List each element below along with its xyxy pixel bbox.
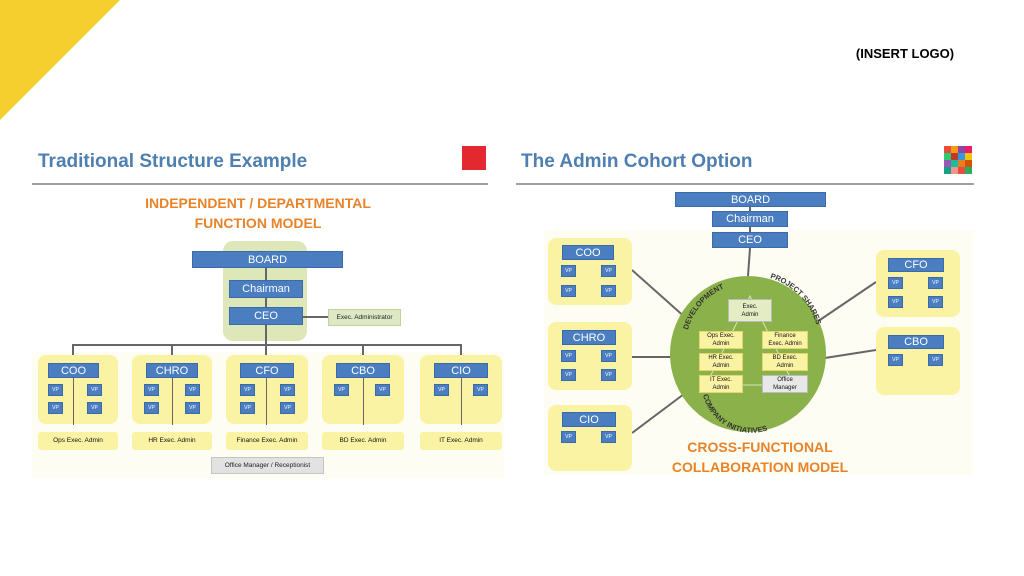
finance-exec-admin-label: Finance Exec. Admin [236,437,298,444]
cohort-hr-exec-admin-box: HR Exec.Admin [699,353,743,371]
vp-box: VP [561,431,576,443]
vp-box: VP [144,384,159,396]
vp-box: VP [928,296,943,308]
vp-box: VP [888,354,903,366]
logo-placeholder: (INSERT LOGO) [855,46,955,61]
right-panel-title: The Admin Cohort Option [521,151,753,172]
vp-box: VP [240,384,255,396]
vp-box: VP [280,402,295,414]
cohort-cio-box: CIO [562,412,616,427]
vp-box: VP [48,402,63,414]
vp-box: VP [240,402,255,414]
cohort-ops-exec-admin-box: Ops Exec.Admin [699,331,743,349]
exec-administrator-box: Exec. Administrator [328,309,401,326]
arc-project-shares-label: PROJECT SHARES [769,271,823,325]
color-grid-logo [944,146,973,175]
cohort-cfo-box: CFO [888,258,944,272]
ops-exec-admin-label: Ops Exec. Admin [53,437,103,444]
vp-box: VP [185,384,200,396]
hr-exec-admin-label: HR Exec. Admin [148,437,196,444]
office-manager-receptionist-box: Office Manager / Receptionist [211,457,324,474]
vp-box: VP [561,369,576,381]
vp-box: VP [561,265,576,277]
right-chairman-box: Chairman [712,211,788,227]
vp-box: VP [375,384,390,396]
vp-box: VP [280,384,295,396]
right-subtitle: CROSS-FUNCTIONAL COLLABORATION MODEL [650,437,870,477]
vp-box: VP [87,402,102,414]
corner-accent-shape [0,0,120,120]
left-chairman-box: Chairman [229,280,303,298]
right-subtitle-line2: COLLABORATION MODEL [671,459,849,475]
vp-box: VP [561,350,576,362]
vp-box: VP [601,369,616,381]
arc-company-initiatives-label: COMPANY INITIATIVES [701,393,768,435]
right-ceo-box: CEO [712,232,788,248]
cohort-exec-admin-box: Exec.Admin [728,299,772,322]
ceo-down-connector [265,325,267,345]
vp-box: VP [185,402,200,414]
left-board-box: BOARD [192,251,343,268]
vp-box: VP [601,350,616,362]
bd-exec-admin-label: BD Exec. Admin [339,437,387,444]
chro-box: CHRO [146,363,198,378]
arc-development-label: DEVELOPMENT [681,282,725,331]
color-grid-icon [944,146,972,174]
cohort-bd-exec-admin-box: BD Exec.Admin [762,353,808,371]
vp-box: VP [928,277,943,289]
vp-box: VP [601,285,616,297]
left-subtitle-line2: FUNCTION MODEL [194,215,322,231]
cohort-coo-box: COO [562,245,614,260]
cio-box: CIO [434,363,488,378]
red-square-logo [462,146,486,170]
right-title-rule [516,183,974,185]
board-chairman-connector [265,268,267,280]
left-panel-title: Traditional Structure Example [38,151,308,172]
department-bus-line [72,344,462,346]
vp-box: VP [888,296,903,308]
cfo-box: CFO [240,363,294,378]
vp-box: VP [334,384,349,396]
it-exec-admin-label: IT Exec. Admin [439,437,483,444]
cohort-chro-box: CHRO [562,330,616,345]
vp-box: VP [601,431,616,443]
right-board-chairman-connector [749,207,751,211]
left-subtitle-line1: INDEPENDENT / DEPARTMENTAL [145,195,371,211]
vp-box: VP [888,277,903,289]
vp-box: VP [473,384,488,396]
cohort-cbo-box: CBO [888,335,944,349]
right-chairman-ceo-connector [749,227,751,232]
left-subtitle: INDEPENDENT / DEPARTMENTAL FUNCTION MODE… [130,193,386,233]
vp-box: VP [601,265,616,277]
ceo-admin-connector [303,316,329,318]
right-board-box: BOARD [675,192,826,207]
vp-box: VP [434,384,449,396]
cbo-box: CBO [336,363,390,378]
left-title-rule [32,183,488,185]
vp-box: VP [928,354,943,366]
vp-box: VP [48,384,63,396]
vp-box: VP [87,384,102,396]
vp-box: VP [561,285,576,297]
right-subtitle-line1: CROSS-FUNCTIONAL [687,439,833,455]
chairman-ceo-connector [265,298,267,307]
left-ceo-box: CEO [229,307,303,325]
cohort-it-exec-admin-box: IT Exec.Admin [699,375,743,393]
coo-box: COO [48,363,99,378]
vp-box: VP [144,402,159,414]
